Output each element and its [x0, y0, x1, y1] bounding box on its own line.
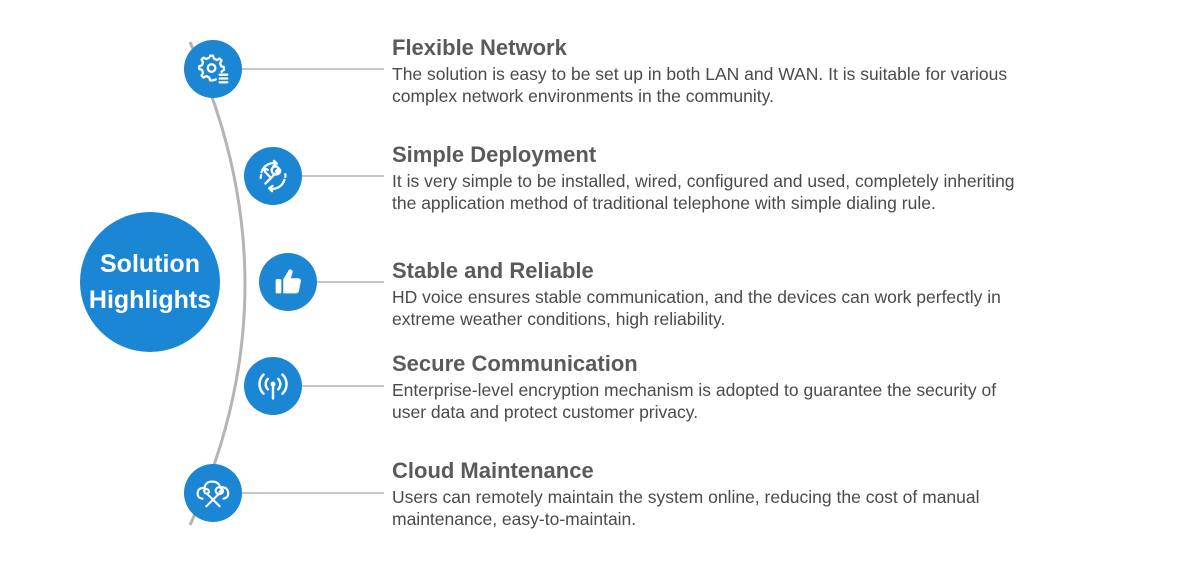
hub-label-line1: Solution — [100, 250, 200, 278]
highlight-description-line2: user data and protect customer privacy. — [392, 402, 699, 422]
thumbs-up-icon — [259, 253, 317, 311]
highlight-stable-reliable: Stable and Reliable HD voice ensures sta… — [392, 258, 1152, 330]
highlight-description-line2: maintenance, easy-to-maintain. — [392, 509, 637, 529]
gear-list-icon — [184, 40, 242, 98]
highlight-title: Stable and Reliable — [392, 258, 594, 283]
highlight-description-line1: Enterprise-level encryption mechanism is… — [392, 380, 997, 400]
arc-connector — [188, 41, 247, 526]
highlight-title: Secure Communication — [392, 351, 638, 376]
highlight-description-line1: The solution is easy to be set up in bot… — [392, 64, 1008, 84]
highlight-cloud-maintenance: Cloud Maintenance Users can remotely mai… — [392, 458, 1152, 530]
wrench-cycle-icon — [244, 147, 302, 205]
highlight-description-line1: Users can remotely maintain the system o… — [392, 487, 980, 507]
highlight-description-line1: HD voice ensures stable communication, a… — [392, 287, 1001, 307]
signal-antenna-icon — [244, 357, 302, 415]
hub-label-line2: Highlights — [88, 286, 212, 314]
highlight-description-line2: extreme weather conditions, high reliabi… — [392, 309, 726, 329]
highlight-secure-communication: Secure Communication Enterprise-level en… — [392, 351, 1152, 423]
highlight-description-line2: complex network environments in the comm… — [392, 86, 774, 106]
highlight-title: Flexible Network — [392, 35, 567, 60]
highlight-simple-deployment: Simple Deployment It is very simple to b… — [392, 142, 1152, 214]
solution-highlights-hub: Solution Highlights — [80, 212, 220, 352]
cloud-tools-icon — [184, 464, 242, 522]
highlight-description-line2: the application method of traditional te… — [392, 193, 936, 213]
highlight-title: Simple Deployment — [392, 142, 597, 167]
highlight-description-line1: It is very simple to be installed, wired… — [392, 171, 1015, 191]
highlight-flexible-network: Flexible Network The solution is easy to… — [392, 35, 1152, 107]
highlight-title: Cloud Maintenance — [392, 458, 594, 483]
